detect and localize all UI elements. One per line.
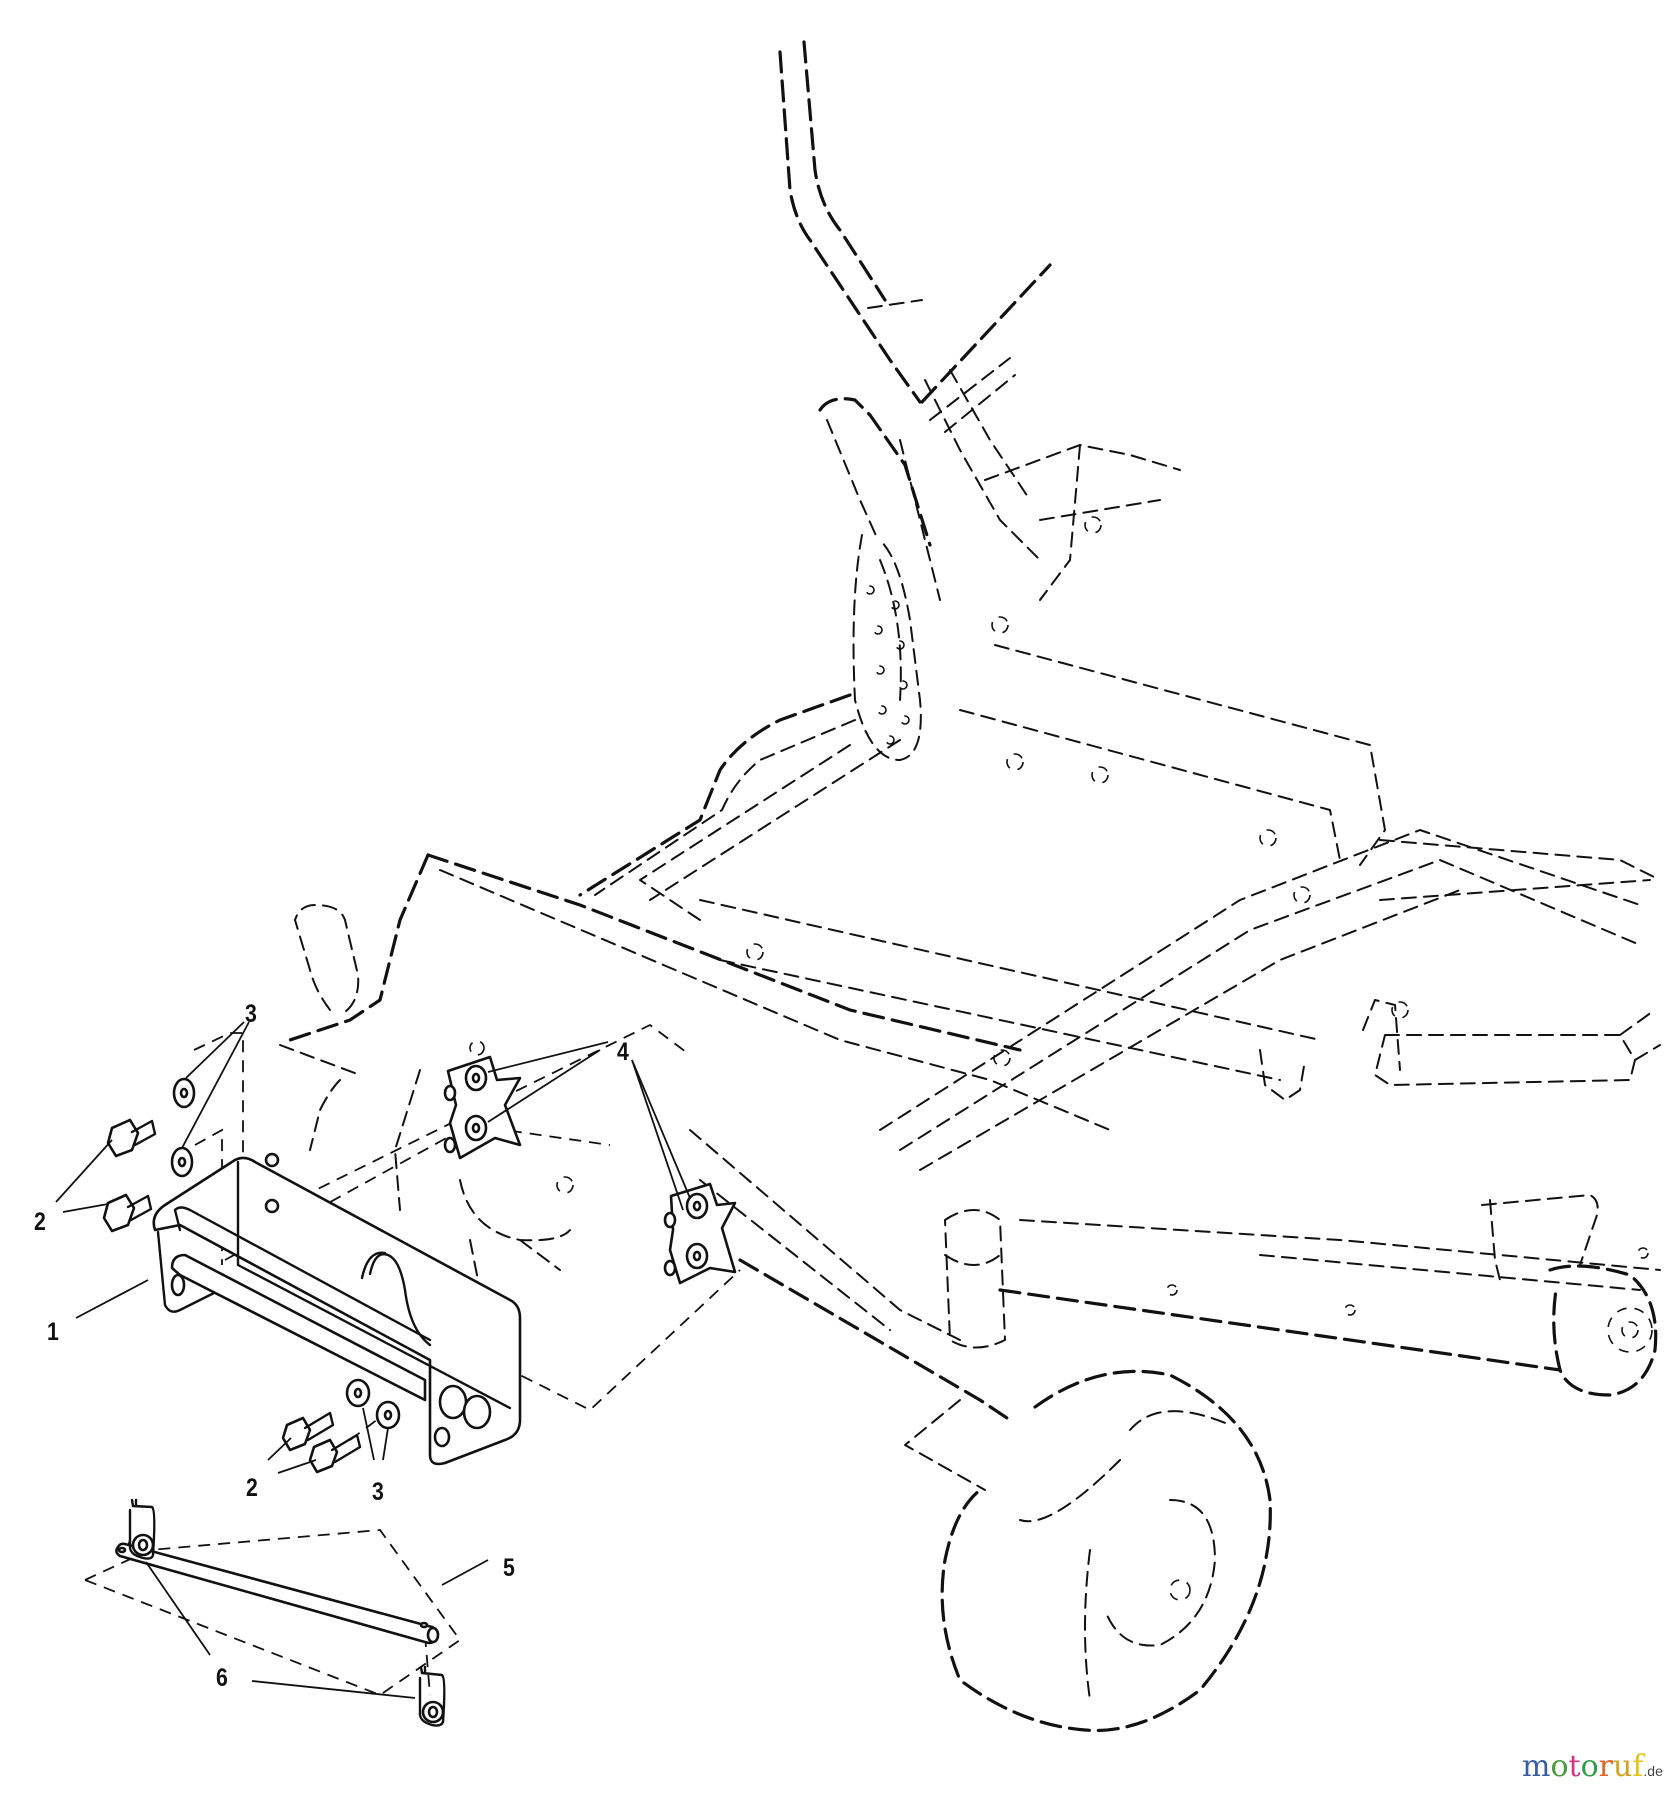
part-4-nut-plate-right[interactable] (663, 1182, 737, 1285)
part-3-washers-lower[interactable] (345, 1378, 401, 1430)
callout-2-bolt-upper: 2 (34, 1208, 46, 1236)
callout-4-nut: 4 (617, 1038, 629, 1066)
part-3-washers-upper[interactable] (170, 1077, 196, 1178)
part-2-bolts-upper[interactable] (102, 1118, 157, 1233)
callout-3-washer-lower: 3 (372, 1478, 384, 1506)
callout-1-bracket: 1 (47, 1318, 59, 1346)
part-6-hairpin-clip-left[interactable] (128, 1498, 156, 1560)
part-6-hairpin-clip-right[interactable] (418, 1665, 446, 1727)
part-5-rod[interactable] (115, 1542, 440, 1645)
watermark-letter: f (1632, 1749, 1644, 1784)
watermark-letter: m (1522, 1749, 1551, 1784)
leader-lines (55, 1021, 691, 1699)
motoruf-watermark-logo: motoruf.de (1522, 1752, 1663, 1782)
seat-texture-dots (865, 585, 910, 745)
callout-2-bolt-lower: 2 (246, 1474, 258, 1502)
callout-6-hairpin-clip: 6 (216, 1664, 228, 1692)
watermark-letter: o (1580, 1749, 1599, 1784)
watermark-letter: t (1568, 1749, 1581, 1784)
mower-frame-phantom (279, 40, 1661, 1733)
front-caster-wheel-phantom (904, 1369, 1272, 1733)
part-4-nut-plate-left[interactable] (443, 1055, 522, 1160)
watermark-letter: o (1550, 1749, 1569, 1784)
part-2-bolts-lower[interactable] (281, 1411, 362, 1474)
watermark-tld: .de (1643, 1763, 1663, 1779)
part-1-bracket[interactable] (152, 1152, 522, 1466)
frame-mounting-holes (469, 516, 1649, 1316)
watermark-letter: u (1612, 1749, 1633, 1784)
explode-lines (84, 1023, 741, 1697)
watermark-letter: r (1598, 1749, 1613, 1784)
callout-5-rod: 5 (503, 1554, 515, 1582)
callout-3-washer-upper: 3 (245, 1000, 257, 1028)
rear-caster-wheel-phantom (1481, 1194, 1658, 1397)
